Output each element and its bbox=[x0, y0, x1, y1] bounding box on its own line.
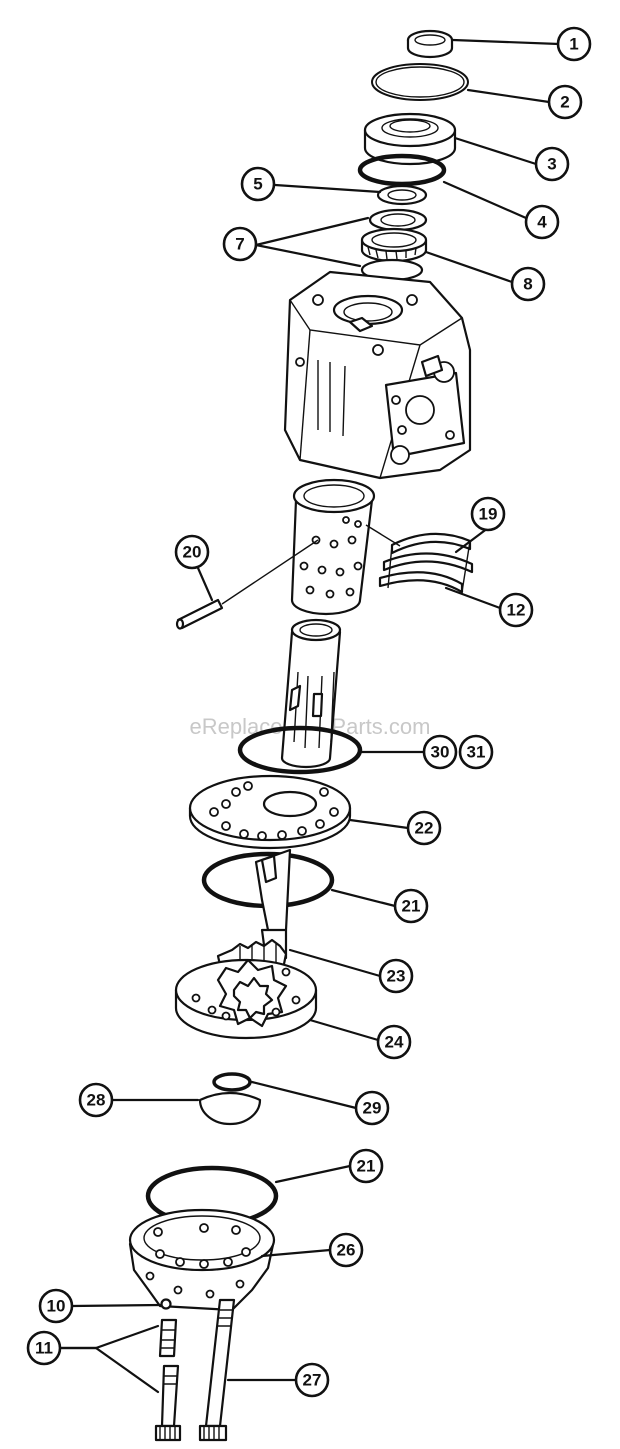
callout-3: 3 bbox=[534, 146, 570, 182]
callout-23-label: 23 bbox=[387, 967, 406, 986]
callout-10: 10 bbox=[38, 1288, 74, 1324]
callout-29-label: 29 bbox=[363, 1099, 382, 1118]
callout-22: 22 bbox=[406, 810, 442, 846]
part-5-washer bbox=[376, 184, 428, 206]
callout-31: 31 bbox=[458, 734, 494, 770]
callout-29: 29 bbox=[354, 1090, 390, 1126]
callout-1: 1 bbox=[556, 26, 592, 62]
part-24-gerotor bbox=[174, 958, 318, 1040]
part-28-plug bbox=[198, 1091, 262, 1126]
part-10-ball bbox=[160, 1298, 172, 1310]
part-22-plate bbox=[188, 774, 352, 850]
callout-26-label: 26 bbox=[337, 1241, 356, 1260]
part-30-oring bbox=[237, 725, 363, 775]
bolt-left bbox=[154, 1364, 182, 1442]
spool-shaft bbox=[280, 618, 342, 769]
callout-27: 27 bbox=[294, 1362, 330, 1398]
part-20-pin bbox=[175, 539, 319, 630]
callout-12-label: 12 bbox=[507, 601, 526, 620]
leader-lines bbox=[58, 38, 561, 1394]
callout-21-lower: 21 bbox=[348, 1148, 384, 1184]
callout-2: 2 bbox=[547, 84, 583, 120]
callout-24: 24 bbox=[376, 1024, 412, 1060]
valve-housing bbox=[283, 270, 472, 480]
callout-31-label: 31 bbox=[467, 743, 486, 762]
callout-27-label: 27 bbox=[303, 1371, 322, 1390]
bolt-right-27 bbox=[198, 1298, 236, 1442]
callout-26: 26 bbox=[328, 1232, 364, 1268]
callout-24-label: 24 bbox=[385, 1033, 404, 1052]
callout-28-label: 28 bbox=[87, 1091, 106, 1110]
part-26-end-cap bbox=[128, 1208, 276, 1312]
centering-springs bbox=[365, 524, 474, 594]
callout-20: 20 bbox=[174, 534, 210, 570]
callout-5: 5 bbox=[240, 166, 276, 202]
callout-8-label: 8 bbox=[523, 275, 532, 294]
callout-4: 4 bbox=[524, 204, 560, 240]
spool-sleeve bbox=[290, 478, 376, 616]
callout-1-label: 1 bbox=[569, 35, 578, 54]
part-1-seal bbox=[406, 29, 454, 59]
callout-12: 12 bbox=[498, 592, 534, 628]
callout-21-lower-label: 21 bbox=[357, 1157, 376, 1176]
part-8-needle-bearing bbox=[360, 227, 428, 263]
part-2-ring bbox=[371, 63, 469, 101]
callout-5-label: 5 bbox=[253, 175, 262, 194]
callout-4-label: 4 bbox=[537, 213, 547, 232]
part-29-oring bbox=[212, 1072, 252, 1092]
callout-22-label: 22 bbox=[415, 819, 434, 838]
part-11-pin bbox=[158, 1318, 178, 1358]
callout-8: 8 bbox=[510, 266, 546, 302]
callout-19-label: 19 bbox=[479, 505, 498, 524]
callout-11-label: 11 bbox=[35, 1339, 53, 1358]
callout-30-label: 30 bbox=[431, 743, 450, 762]
callout-21-upper-label: 21 bbox=[402, 897, 421, 916]
callout-30: 30 bbox=[422, 734, 458, 770]
callout-19: 19 bbox=[470, 496, 506, 532]
callout-11: 11 bbox=[26, 1330, 62, 1366]
callout-2-label: 2 bbox=[560, 93, 569, 112]
part-4-oring bbox=[357, 153, 447, 187]
callout-7-label: 7 bbox=[235, 235, 244, 254]
part-7-thrust-washer bbox=[368, 208, 428, 232]
callout-10-label: 10 bbox=[47, 1297, 66, 1316]
callout-28: 28 bbox=[78, 1082, 114, 1118]
callout-23: 23 bbox=[378, 958, 414, 994]
callout-7: 7 bbox=[222, 226, 258, 262]
callout-20-label: 20 bbox=[183, 543, 202, 562]
callout-3-label: 3 bbox=[547, 155, 556, 174]
callout-21-upper: 21 bbox=[393, 888, 429, 924]
